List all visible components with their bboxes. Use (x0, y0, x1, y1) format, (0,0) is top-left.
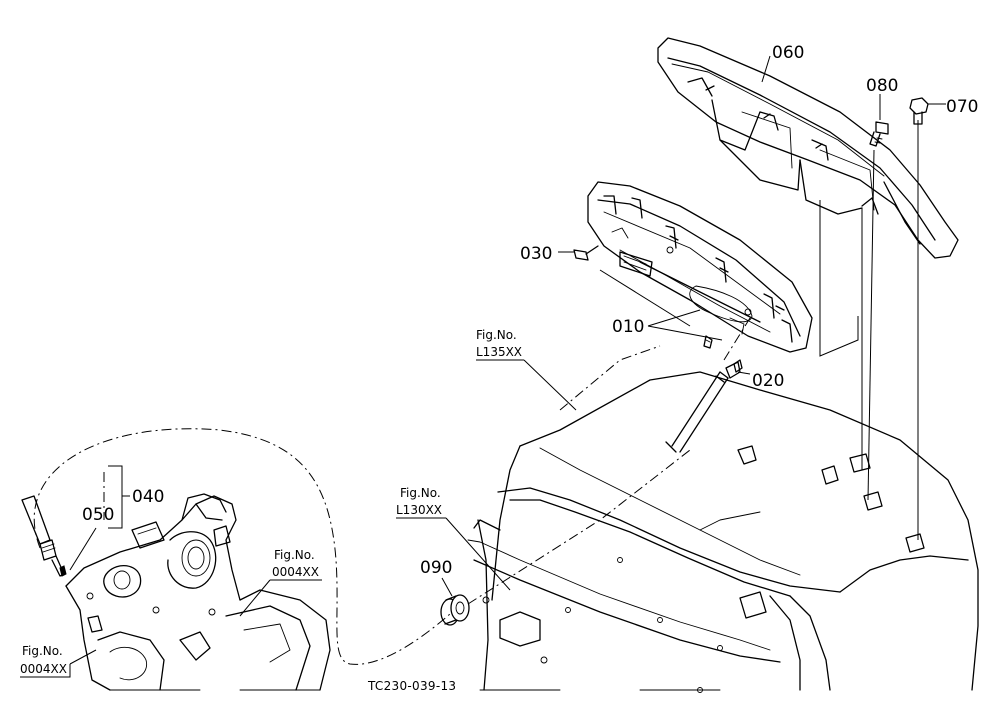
label-020: 020 (752, 371, 784, 391)
part-labels: 060 080 070 030 010 020 040 050 090 (82, 43, 978, 578)
dashboard-frame (467, 371, 979, 693)
meter-assembly-010 (587, 181, 813, 353)
leader-lines (69, 55, 946, 665)
ref-l130-line2: L130XX (396, 503, 442, 517)
screw-030 (573, 245, 599, 261)
ref-0004-mid-line2: 0004XX (272, 565, 319, 579)
label-040: 040 (132, 487, 164, 507)
ref-0004-left-line2: 0004XX (20, 662, 67, 676)
meter-panel-cover-060 (657, 37, 959, 259)
label-050: 050 (82, 505, 114, 525)
tacho-cable-040 (665, 317, 751, 453)
label-030: 030 (520, 244, 552, 264)
drawing-code: TC230-039-13 (367, 679, 456, 693)
label-090: 090 (420, 558, 452, 578)
ref-l130-line1: Fig.No. (400, 486, 441, 500)
screw-020 (703, 335, 743, 373)
label-070: 070 (946, 97, 978, 117)
label-010: 010 (612, 317, 644, 337)
ref-0004-left-line1: Fig.No. (22, 644, 63, 658)
gear-case (65, 493, 331, 691)
grommet-090 (440, 594, 470, 626)
ref-0004-mid-line1: Fig.No. (274, 548, 315, 562)
label-080: 080 (866, 76, 898, 96)
figure-references: Fig.No. L135XX Fig.No. L130XX Fig.No. 00… (20, 328, 524, 678)
ref-l135-line2: L135XX (476, 345, 522, 359)
cable-routing (33, 428, 691, 665)
bolt-080 (869, 121, 889, 147)
ref-l135-line1: Fig.No. (476, 328, 517, 342)
bolt-070 (909, 97, 929, 125)
cable-end-050 (21, 495, 103, 633)
label-060: 060 (772, 43, 804, 63)
